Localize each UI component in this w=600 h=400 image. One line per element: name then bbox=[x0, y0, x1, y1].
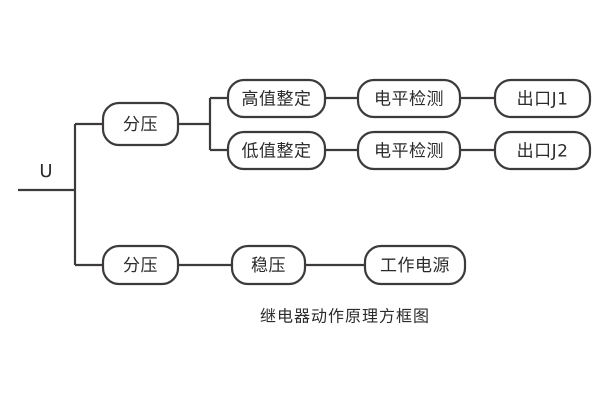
node-working-power-supply-box bbox=[363, 244, 467, 286]
node-output-j1[interactable]: 出口J1 bbox=[493, 78, 592, 119]
node-level-detection-lower[interactable]: 电平检测 bbox=[356, 130, 462, 171]
node-voltage-divider-top-box bbox=[101, 101, 180, 147]
node-high-value-setting[interactable]: 高值整定 bbox=[226, 78, 327, 119]
wires-layer bbox=[18, 96, 495, 267]
node-output-j1-box bbox=[493, 78, 592, 119]
node-output-j2[interactable]: 出口J2 bbox=[493, 130, 592, 171]
node-output-j2-label: 出口J2 bbox=[517, 142, 569, 162]
node-working-power-supply[interactable]: 工作电源 bbox=[363, 244, 467, 286]
node-voltage-divider-bottom-box bbox=[101, 244, 180, 286]
node-voltage-regulator-label: 稳压 bbox=[251, 256, 286, 276]
node-level-detection-lower-label: 电平检测 bbox=[374, 142, 444, 162]
node-voltage-divider-bottom-label: 分压 bbox=[123, 256, 158, 276]
node-output-j2-box bbox=[493, 130, 592, 171]
node-output-j1-label: 出口J1 bbox=[517, 90, 569, 110]
node-voltage-regulator-box bbox=[230, 244, 307, 286]
diagram-caption: 继电器动作原理方框图 bbox=[260, 307, 430, 326]
node-level-detection-upper[interactable]: 电平检测 bbox=[356, 78, 462, 119]
node-high-value-setting-box bbox=[226, 78, 327, 119]
input-source-label: U bbox=[39, 161, 52, 182]
nodes-layer: 分压高值整定低值整定电平检测电平检测出口J1出口J2分压稳压工作电源 bbox=[101, 78, 592, 286]
node-high-value-setting-label: 高值整定 bbox=[242, 90, 312, 110]
node-level-detection-upper-box bbox=[356, 78, 462, 119]
node-voltage-regulator[interactable]: 稳压 bbox=[230, 244, 307, 286]
node-voltage-divider-top-label: 分压 bbox=[123, 115, 158, 135]
node-level-detection-lower-box bbox=[356, 130, 462, 171]
node-voltage-divider-bottom[interactable]: 分压 bbox=[101, 244, 180, 286]
node-working-power-supply-label: 工作电源 bbox=[380, 256, 450, 276]
node-level-detection-upper-label: 电平检测 bbox=[374, 90, 444, 110]
node-voltage-divider-top[interactable]: 分压 bbox=[101, 101, 180, 147]
node-low-value-setting-label: 低值整定 bbox=[242, 142, 312, 162]
node-low-value-setting-box bbox=[226, 130, 327, 171]
node-low-value-setting[interactable]: 低值整定 bbox=[226, 130, 327, 171]
